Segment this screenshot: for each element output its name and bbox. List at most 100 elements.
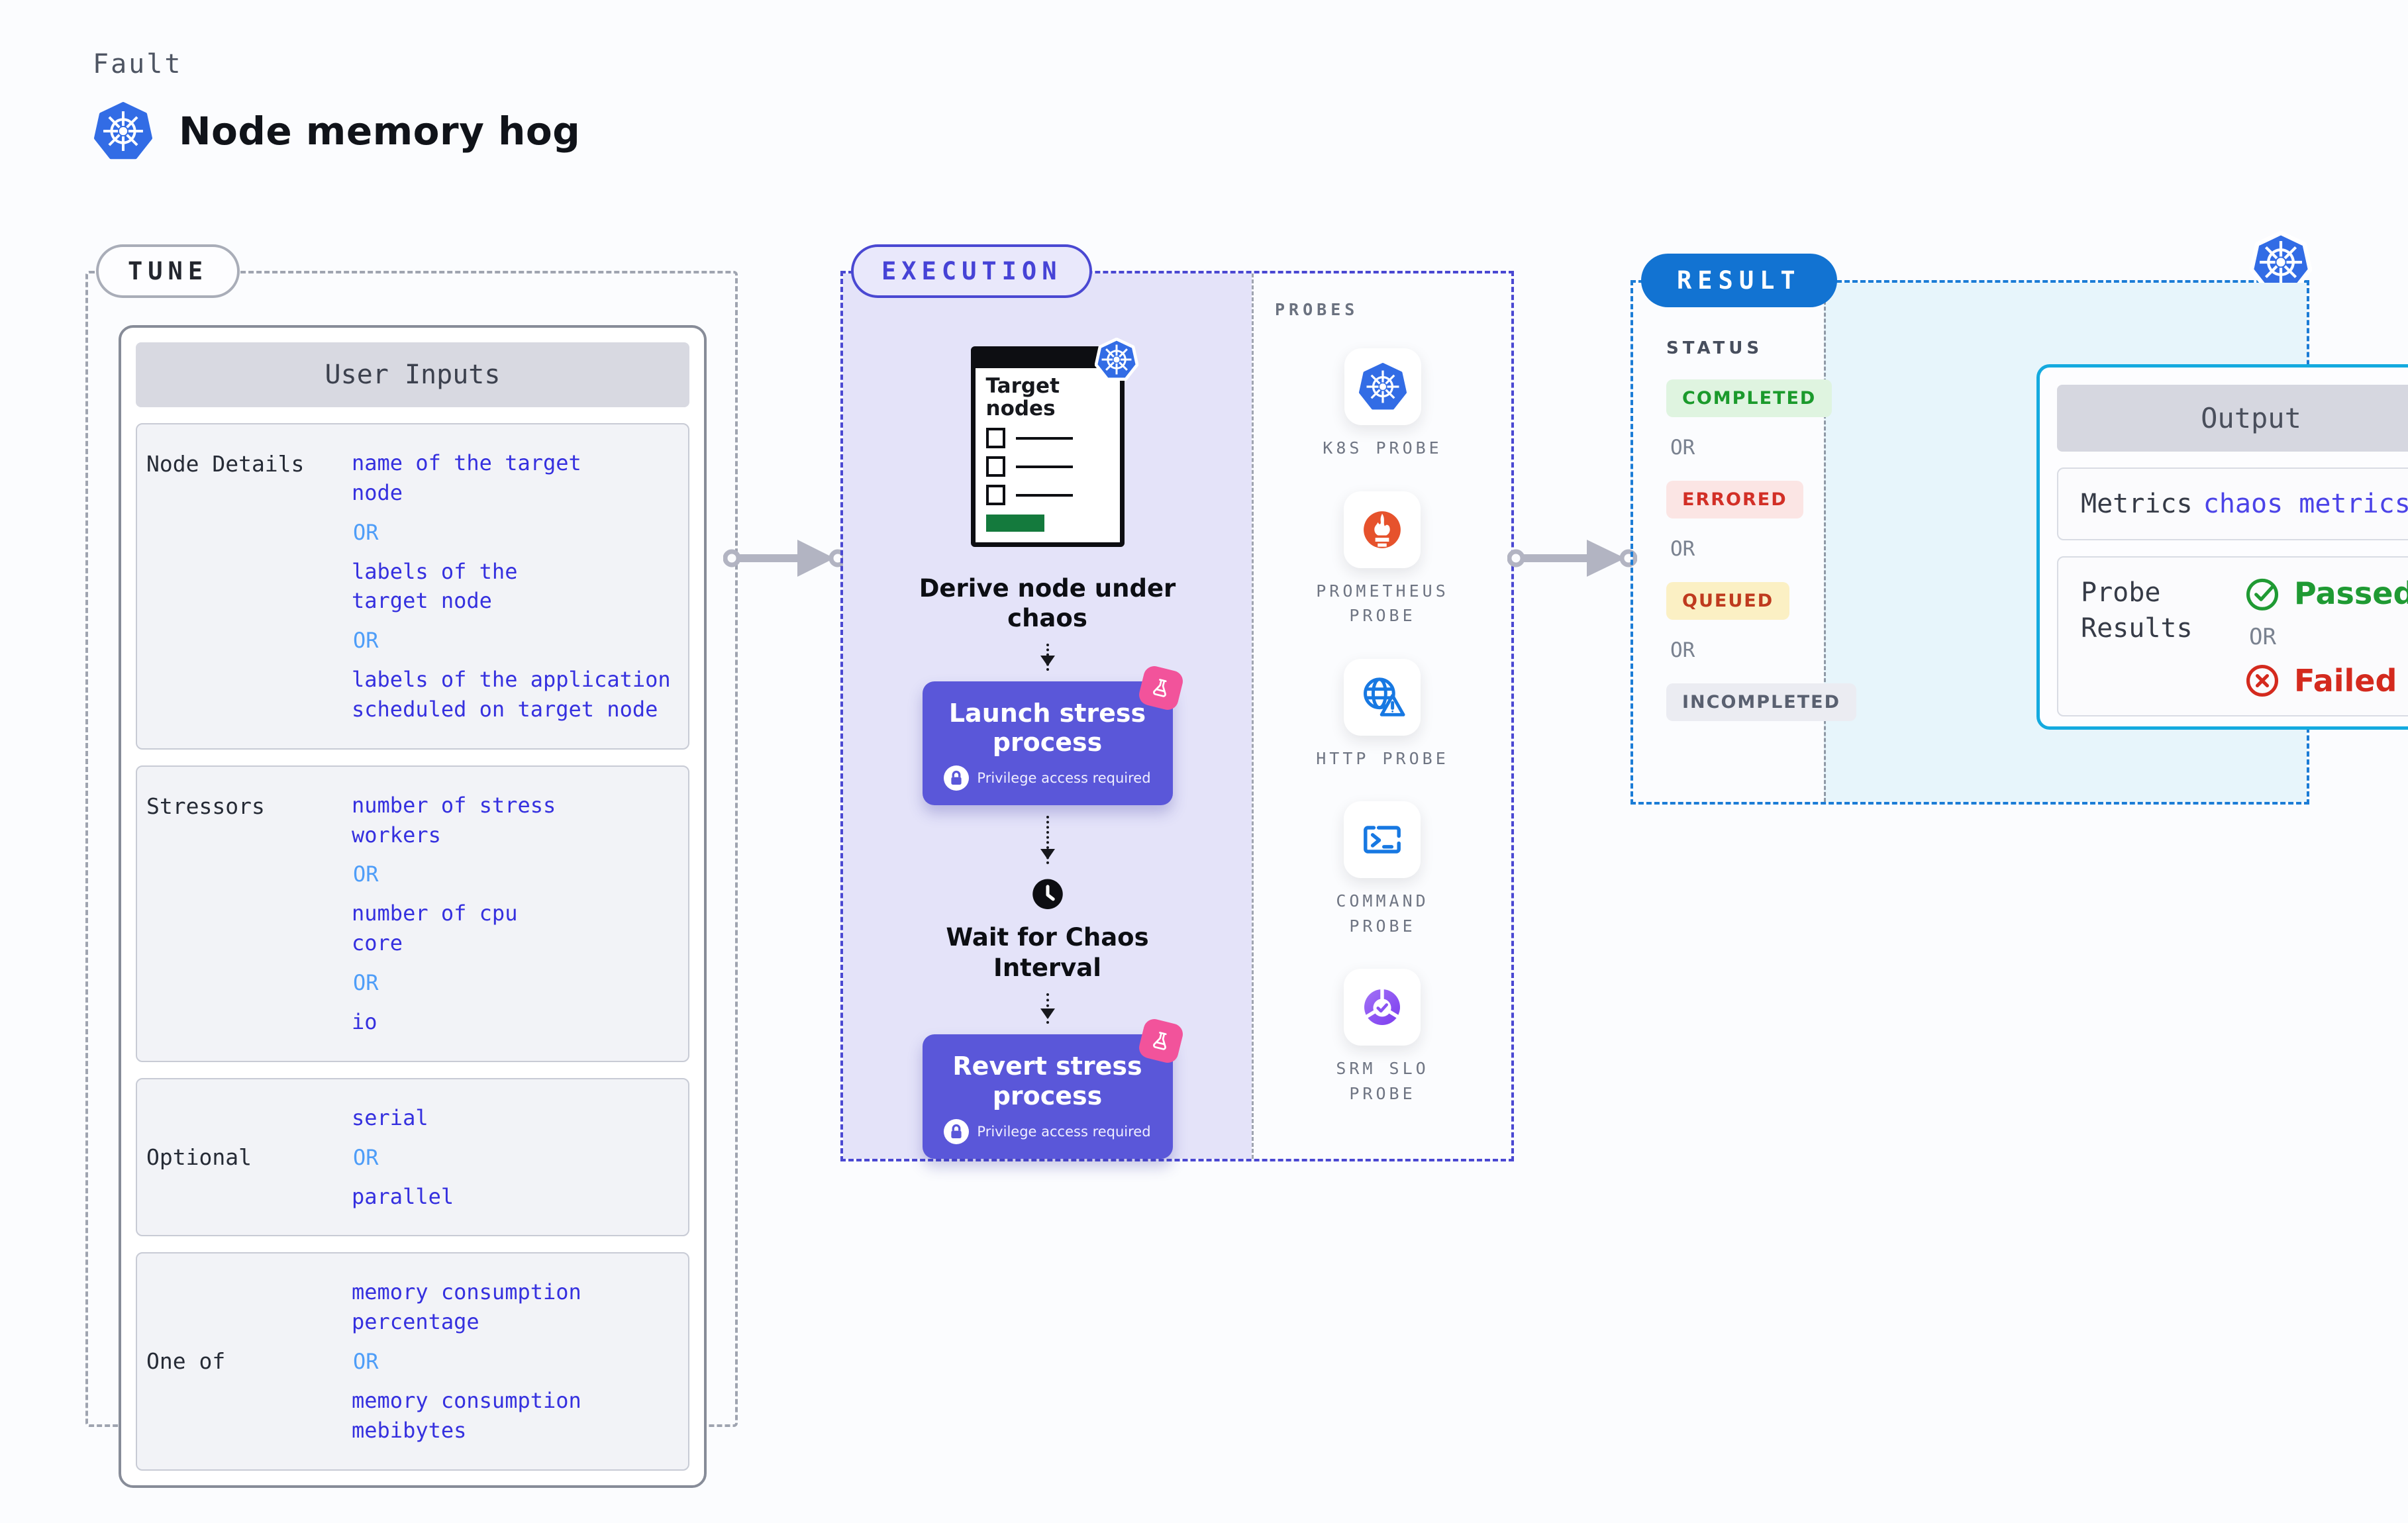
probe-item-prometheus: PROMETHEUS PROBE [1316,491,1449,628]
step-title: Revert stress process [952,1052,1142,1111]
input-value: serial [352,1105,428,1130]
checkbox-row [985,456,1109,477]
execution-panel: EXECUTION Target nodes [840,244,1514,1161]
input-value: io [352,1008,377,1034]
input-value: number of cpu core [352,901,518,956]
probe-item-srm-slo: SRM SLO PROBE [1336,969,1429,1106]
status-column: STATUS COMPLETED OR ERRORED OR QUEUED OR… [1633,283,1856,802]
kubernetes-icon [94,102,152,160]
input-row-label: Optional [146,1144,252,1171]
flow-arrow-down [1040,644,1055,671]
input-row-one-of: One of memory consumption percentage OR … [136,1252,689,1471]
or-separator: OR [353,1144,379,1170]
status-badge-completed: COMPLETED [1666,379,1832,417]
input-row-optional: Optional serial OR parallel [136,1077,689,1237]
execution-to-result-arrow [1507,540,1637,577]
failed-line: Failed [2244,662,2408,699]
terminal-icon [1364,826,1401,854]
result-badge: RESULT [1641,254,1837,307]
probe-card [1344,348,1421,425]
kubernetes-icon [1094,338,1138,381]
probe-item-command: COMMAND PROBE [1336,801,1429,938]
step-title: Launch stress process [948,698,1146,758]
or-separator: OR [353,628,379,654]
privilege-row: Privilege access required [934,765,1161,791]
checkbox-row [985,428,1109,449]
input-value: number of stress workers [352,792,556,848]
fault-eyebrow: Fault [93,49,183,79]
input-value: labels of the application scheduled on t… [352,667,671,722]
input-value: name of the target node [352,450,581,505]
or-separator: OR [2249,624,2276,650]
probes-title: PROBES [1275,300,1359,319]
probe-results-values: Passed OR Failed [2233,575,2408,699]
input-row-label: Stressors [146,793,265,819]
user-inputs-card: User Inputs Node Details name of the tar… [119,325,707,1488]
checkbox-icon [985,456,1005,477]
probe-card [1344,801,1421,878]
page-title: Node memory hog [179,109,581,154]
probe-list: K8S PROBE PROMETHEUS PROBE [1254,348,1511,1136]
metrics-value: chaos metrics [2203,489,2408,519]
chaos-flask-icon [1136,663,1185,712]
globe-alert-icon [1364,677,1406,716]
flow-arrow-down [1040,816,1055,864]
or-separator: OR [1670,436,1695,460]
probe-item-http: HTTP PROBE [1316,658,1449,771]
probe-card [1344,491,1421,568]
lock-icon [944,765,970,791]
probe-card [1344,658,1421,736]
status-badge-incompleted: INCOMPLETED [1666,683,1856,721]
input-value: memory consumption mebibytes [352,1387,581,1443]
input-value: memory consumption percentage [352,1279,581,1335]
probe-results-row: Probe Results Passed OR [2057,556,2408,716]
tune-panel: TUNE User Inputs Node Details name of th… [85,244,738,1488]
privilege-note: Privilege access required [977,770,1151,787]
checkbox-row [985,485,1109,506]
failed-label: Failed [2294,663,2397,699]
execution-badge: EXECUTION [851,244,1093,298]
progress-bar [985,515,1044,532]
passed-line: Passed [2244,575,2408,612]
probe-label: PROMETHEUS PROBE [1316,581,1449,626]
privilege-note: Privilege access required [977,1124,1151,1140]
launch-stress-process-step: Launch stress process Privilege access r… [922,663,1185,806]
window-body: Target nodes [976,368,1120,542]
tune-to-execution-arrow [723,540,846,577]
derive-node-caption: Derive node under chaos [919,574,1176,633]
input-row-label: One of [146,1348,226,1375]
probe-label: HTTP PROBE [1316,748,1449,768]
or-separator: OR [353,969,379,995]
input-row-node-details: Node Details name of the target node OR … [136,423,689,750]
probe-results-label: Probe Results [2081,577,2193,644]
probe-label: K8S PROBE [1323,438,1442,458]
status-badge-queued: QUEUED [1666,582,1790,620]
probes-column: PROBES [1252,273,1511,1159]
probe-card [1344,969,1421,1046]
input-row-label: Node Details [146,451,305,477]
input-row-values: serial OR parallel [325,1095,679,1220]
or-separator: OR [353,861,379,887]
prometheus-icon [1364,511,1401,548]
status-badge-errored: ERRORED [1666,481,1803,518]
status-title: STATUS [1666,338,1764,358]
passed-label: Passed [2294,575,2408,611]
checkbox-icon [985,485,1005,506]
metrics-label: Metrics [2081,489,2193,519]
text-line [1015,493,1073,497]
input-value: labels of the target node [352,558,518,614]
user-inputs-title: User Inputs [136,342,689,407]
or-separator: OR [1670,537,1695,561]
execution-flow: Target nodes Derive node under chaos Lau… [843,273,1252,1159]
result-panel: RESULT Output Metrics chaos metrics [1630,231,2408,805]
output-title: Output [2057,385,2408,452]
slo-gauge-check-icon [1364,988,1401,1025]
probe-item-k8s: K8S PROBE [1323,348,1442,461]
output-card: Output Metrics chaos metrics Probe Resul… [2036,364,2408,730]
input-value: parallel [352,1183,454,1209]
input-row-values: name of the target node OR labels of the… [325,440,679,732]
probe-label: COMMAND PROBE [1336,891,1429,936]
target-nodes-title: Target nodes [985,374,1060,421]
text-line [1015,465,1073,468]
